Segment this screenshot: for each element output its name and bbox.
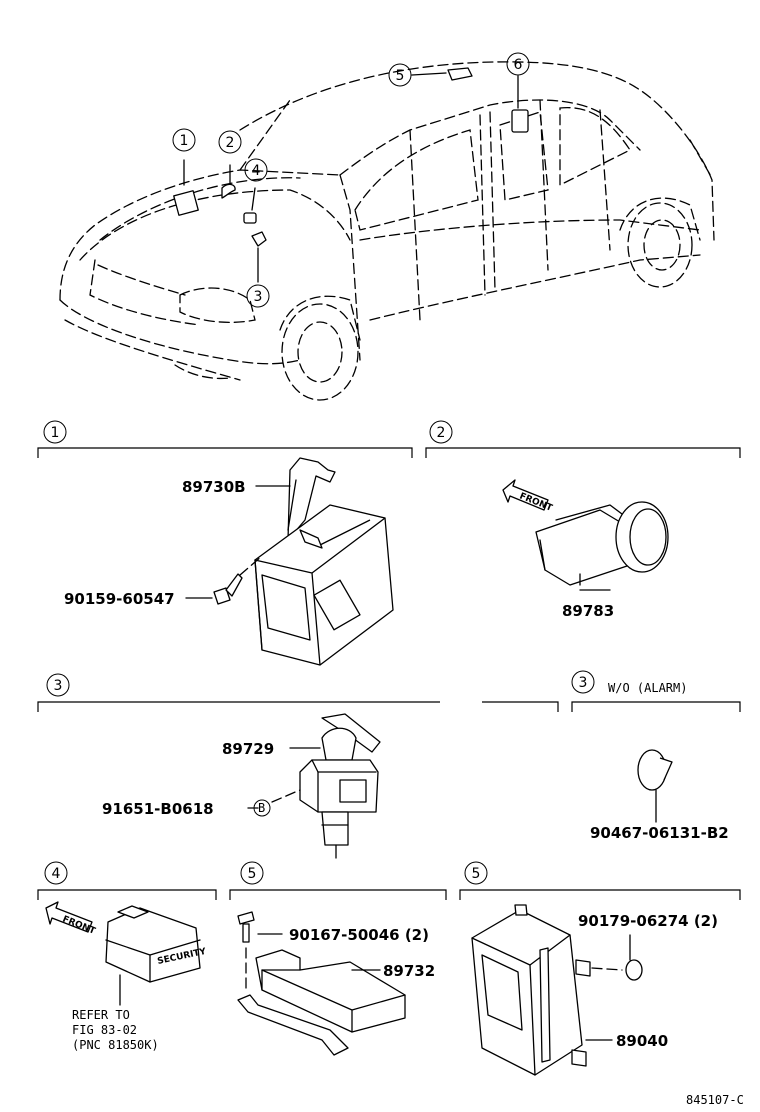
section-3w-number: 3 (579, 675, 588, 691)
vehicle-callouts: 1 2 4 3 5 6 (172, 52, 530, 308)
part-91651-B0618: 91651-B0618 (102, 800, 214, 818)
section-3-number: 3 (54, 678, 63, 694)
callout-6: 6 (514, 57, 523, 73)
callout-3: 3 (254, 289, 263, 305)
b-mark: B (258, 801, 265, 815)
wo-alarm-note: W/O (ALARM) (608, 681, 687, 695)
section-2: 2 FRONT 89783 (425, 420, 741, 620)
part-89040: 89040 (616, 1032, 668, 1050)
section-5b-number: 5 (472, 866, 481, 882)
section-2-number: 2 (437, 425, 446, 441)
callout-4: 4 (252, 163, 261, 179)
section-4: 4 FRONT SECURITY REFER TO FIG 83-02 (PNC… (37, 861, 217, 1052)
section-4-number: 4 (52, 866, 61, 882)
part-90167-50046: 90167-50046 (2) (289, 926, 429, 944)
vehicle-outline (59, 61, 715, 401)
section-5-right: 5 90179-06274 (2) 89040 (459, 861, 741, 1076)
part-89730B: 89730B (182, 478, 246, 496)
callout-1: 1 (180, 133, 189, 149)
drawing-code: 845107-C (686, 1093, 744, 1107)
refer-to-line2: FIG 83-02 (72, 1023, 137, 1037)
part-89729: 89729 (222, 740, 274, 758)
callout-5: 5 (396, 68, 405, 84)
section-5-middle: 5 90167-50046 (2) 89732 (229, 861, 447, 1056)
part-89732: 89732 (383, 962, 435, 980)
part-89783: 89783 (562, 602, 614, 620)
section-5a-number: 5 (248, 866, 257, 882)
section-3-right: 3 W/O (ALARM) 90467-06131-B2 (571, 670, 741, 842)
refer-to-line3: (PNC 81850K) (72, 1038, 159, 1052)
section-3-left: 3 B 89729 91651-B0618 (37, 673, 559, 859)
section-1-number: 1 (51, 425, 60, 441)
refer-to-line1: REFER TO (72, 1008, 130, 1022)
part-90467-06131-B2: 90467-06131-B2 (590, 824, 729, 842)
section-1: 1 89730B 90159-60547 (37, 420, 413, 666)
part-90179-06274: 90179-06274 (2) (578, 912, 718, 930)
part-90159-60547: 90159-60547 (64, 590, 175, 608)
callout-2: 2 (226, 135, 235, 151)
